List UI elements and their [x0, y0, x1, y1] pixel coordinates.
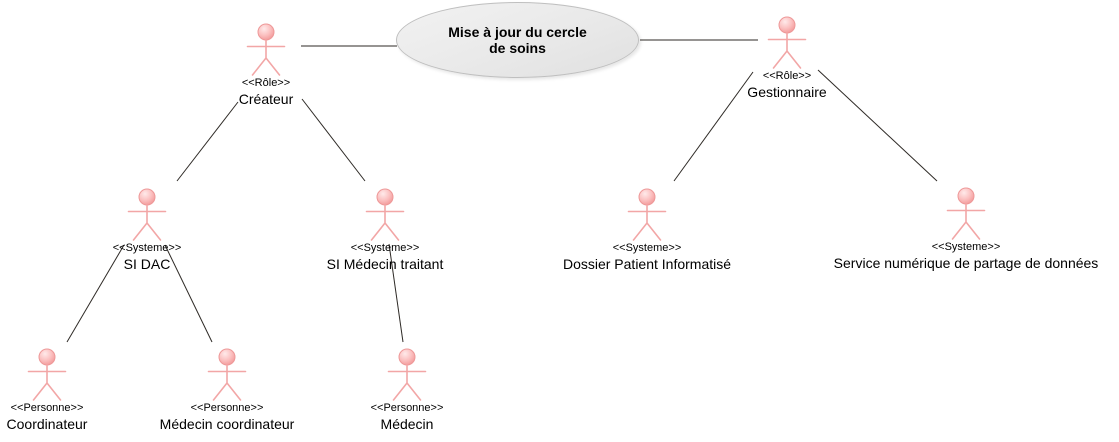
person-icon: [246, 23, 286, 76]
actor-name: SI DAC: [123, 256, 171, 272]
connector-line-7: [164, 244, 213, 343]
person-icon: [365, 188, 405, 241]
actor-name: Créateur: [238, 91, 294, 107]
actor-name: Coordinateur: [6, 416, 88, 432]
person-icon: [767, 16, 807, 69]
person-icon: [387, 348, 427, 401]
actor-stereotype: <<Rôle>>: [762, 70, 812, 82]
actor-name: Médecin: [380, 416, 434, 432]
actor-name: SI Médecin traitant: [326, 256, 444, 272]
actor-name: Dossier Patient Informatisé: [562, 256, 732, 272]
actor-stereotype: <<Personne>>: [10, 402, 84, 414]
connector-line-2: [176, 101, 239, 182]
actor-stereotype: <<Personne>>: [190, 402, 264, 414]
person-icon: [207, 348, 247, 401]
actor-stereotype: <<Systeme>>: [612, 242, 682, 254]
connector-line-6: [66, 244, 125, 343]
actor-name: Médecin coordinateur: [159, 416, 295, 432]
actor-stereotype: <<Personne>>: [370, 402, 444, 414]
person-icon: [127, 188, 167, 241]
use-case-ellipse[interactable]: Mise à jour du cercle de soins: [396, 2, 639, 78]
actor-name: Gestionnaire: [747, 84, 827, 100]
actor-stereotype: <<Systeme>>: [112, 242, 182, 254]
person-icon: [946, 187, 986, 240]
connector-line-5: [817, 69, 938, 182]
actor-stereotype: <<Systeme>>: [931, 241, 1001, 253]
actor-stereotype: <<Rôle>>: [241, 77, 291, 89]
use-case-title-line2: de soins: [489, 40, 546, 56]
person-icon: [627, 188, 667, 241]
connector-line-4: [673, 71, 754, 182]
actor-name: Service numérique de partage de données: [833, 255, 1099, 271]
use-case-title-line1: Mise à jour du cercle: [448, 24, 587, 40]
connector-line-3: [301, 98, 366, 182]
actor-stereotype: <<Systeme>>: [350, 242, 420, 254]
person-icon: [27, 348, 67, 401]
